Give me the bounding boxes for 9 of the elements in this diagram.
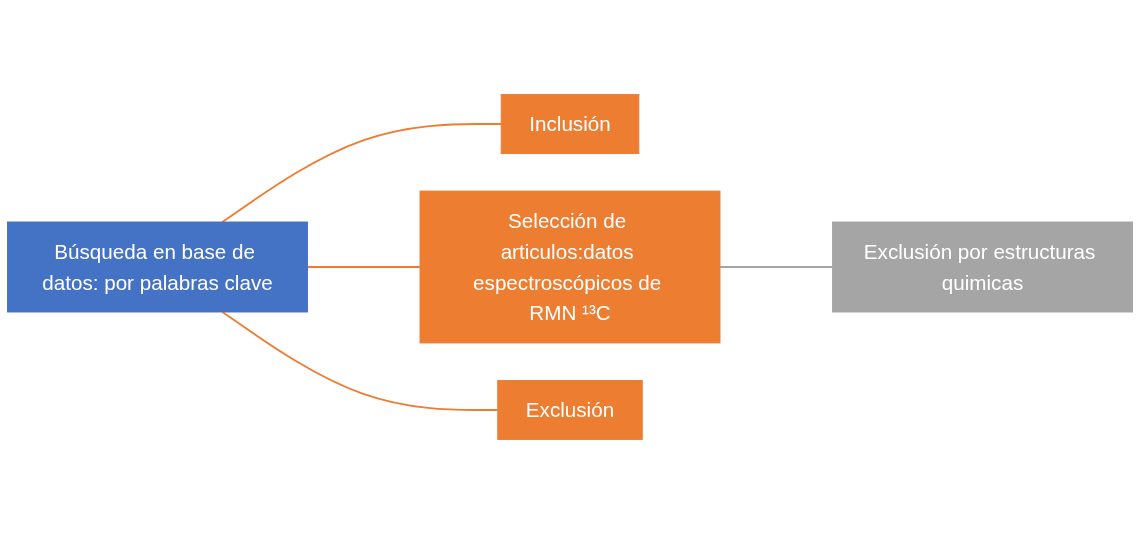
connector [221, 123, 503, 223]
connector [719, 266, 834, 268]
connector [221, 311, 499, 411]
node-box: Exclusión por estructuras quimicas [832, 221, 1133, 313]
connector [306, 266, 421, 268]
node-box: Inclusión [500, 94, 640, 155]
node-box: Búsqueda en base de datos: por palabras clave [7, 221, 308, 313]
node-box: Exclusión [497, 379, 643, 440]
node-box: Selección de articulos:datos espectroscópicos de RMN ¹³C [419, 190, 721, 344]
